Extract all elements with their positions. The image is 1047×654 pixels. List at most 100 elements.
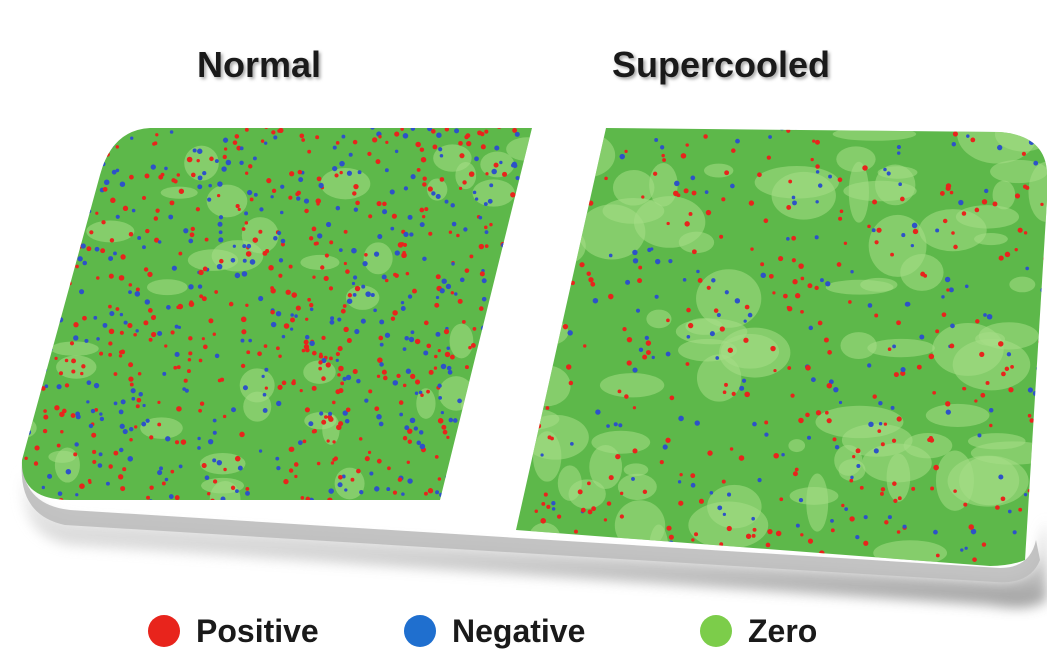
positive-particle bbox=[149, 435, 154, 440]
zero-cluster bbox=[688, 501, 769, 549]
negative-particle bbox=[99, 416, 105, 422]
positive-particle bbox=[543, 492, 548, 497]
positive-particle bbox=[456, 233, 460, 238]
positive-particle bbox=[517, 489, 522, 494]
positive-particle bbox=[691, 190, 697, 196]
positive-particle bbox=[321, 335, 326, 341]
negative-particle bbox=[53, 283, 58, 288]
positive-particle bbox=[176, 173, 181, 177]
negative-particle bbox=[665, 351, 671, 357]
zero-cluster bbox=[992, 180, 1016, 210]
positive-particle bbox=[458, 186, 463, 191]
negative-particle bbox=[280, 184, 285, 189]
positive-particle bbox=[738, 455, 745, 461]
positive-particle bbox=[526, 463, 530, 468]
negative-particle bbox=[970, 528, 977, 535]
positive-particle bbox=[146, 495, 151, 500]
negative-particle bbox=[235, 489, 239, 494]
zero-cluster bbox=[696, 269, 762, 328]
negative-particle bbox=[830, 519, 834, 523]
negative-particle bbox=[1032, 390, 1039, 397]
positive-particle bbox=[932, 390, 937, 395]
negative-particle bbox=[525, 450, 529, 454]
negative-particle bbox=[512, 395, 518, 402]
positive-particle bbox=[574, 529, 578, 534]
positive-particle bbox=[450, 466, 454, 470]
negative-particle bbox=[764, 432, 769, 437]
zero-cluster bbox=[539, 212, 563, 244]
positive-particle bbox=[245, 486, 250, 491]
negative-particle bbox=[130, 136, 134, 140]
positive-particle bbox=[118, 474, 124, 480]
positive-particle bbox=[522, 256, 526, 260]
negative-particle bbox=[996, 128, 1002, 130]
positive-particle bbox=[412, 288, 417, 294]
positive-particle bbox=[53, 237, 59, 243]
positive-particle bbox=[186, 156, 193, 163]
positive-particle bbox=[1040, 348, 1044, 352]
positive-particle bbox=[99, 351, 104, 356]
negative-particle bbox=[325, 221, 332, 228]
positive-particle bbox=[21, 477, 23, 483]
positive-particle bbox=[624, 149, 628, 154]
positive-particle bbox=[537, 196, 541, 200]
positive-particle bbox=[356, 468, 361, 474]
positive-particle bbox=[400, 128, 404, 131]
negative-particle bbox=[618, 423, 623, 428]
negative-particle bbox=[308, 421, 314, 427]
positive-particle bbox=[390, 507, 394, 511]
negative-particle bbox=[451, 221, 457, 227]
positive-particle bbox=[68, 281, 72, 286]
positive-particle bbox=[155, 133, 159, 137]
positive-particle bbox=[478, 403, 484, 409]
negative-particle bbox=[348, 152, 353, 157]
positive-particle bbox=[690, 473, 696, 479]
positive-particle bbox=[397, 477, 403, 482]
negative-particle bbox=[258, 295, 264, 302]
positive-particle bbox=[603, 518, 608, 522]
positive-particle bbox=[792, 471, 798, 477]
negative-particle bbox=[548, 259, 553, 265]
positive-particle bbox=[315, 135, 320, 140]
negative-particle bbox=[518, 208, 523, 212]
positive-particle bbox=[239, 431, 245, 438]
positive-particle bbox=[534, 509, 539, 513]
positive-particle bbox=[294, 474, 298, 479]
negative-particle bbox=[13, 348, 16, 351]
positive-particle bbox=[89, 230, 94, 235]
plate-edge bbox=[21, 462, 1040, 583]
positive-particle bbox=[471, 492, 477, 498]
positive-particle bbox=[116, 134, 121, 138]
positive-particle bbox=[1023, 231, 1028, 235]
negative-particle bbox=[379, 319, 385, 325]
negative-particle bbox=[188, 284, 194, 290]
negative-particle bbox=[497, 280, 504, 287]
negative-particle bbox=[171, 265, 177, 271]
positive-particle bbox=[666, 221, 670, 226]
positive-particle bbox=[87, 505, 91, 509]
negative-particle bbox=[674, 180, 680, 187]
positive-particle bbox=[59, 228, 65, 234]
positive-particle bbox=[345, 407, 351, 413]
negative-particle bbox=[447, 369, 453, 375]
negative-particle bbox=[221, 166, 227, 172]
positive-particle bbox=[115, 145, 120, 149]
positive-particle bbox=[202, 344, 208, 350]
negative-particle bbox=[214, 159, 219, 163]
positive-particle bbox=[556, 514, 562, 519]
zero-cluster bbox=[867, 338, 935, 358]
positive-particle bbox=[719, 326, 725, 332]
negative-particle bbox=[337, 482, 343, 488]
negative-particle bbox=[390, 226, 395, 231]
positive-particle bbox=[750, 247, 754, 251]
negative-particle bbox=[715, 356, 720, 360]
positive-particle bbox=[214, 290, 219, 294]
positive-particle bbox=[304, 208, 309, 214]
positive-particle bbox=[424, 207, 429, 212]
positive-particle bbox=[541, 501, 546, 506]
positive-particle bbox=[874, 313, 879, 318]
positive-particle bbox=[307, 149, 312, 154]
negative-particle bbox=[450, 203, 455, 208]
negative-particle bbox=[386, 487, 391, 492]
positive-particle bbox=[659, 460, 664, 465]
